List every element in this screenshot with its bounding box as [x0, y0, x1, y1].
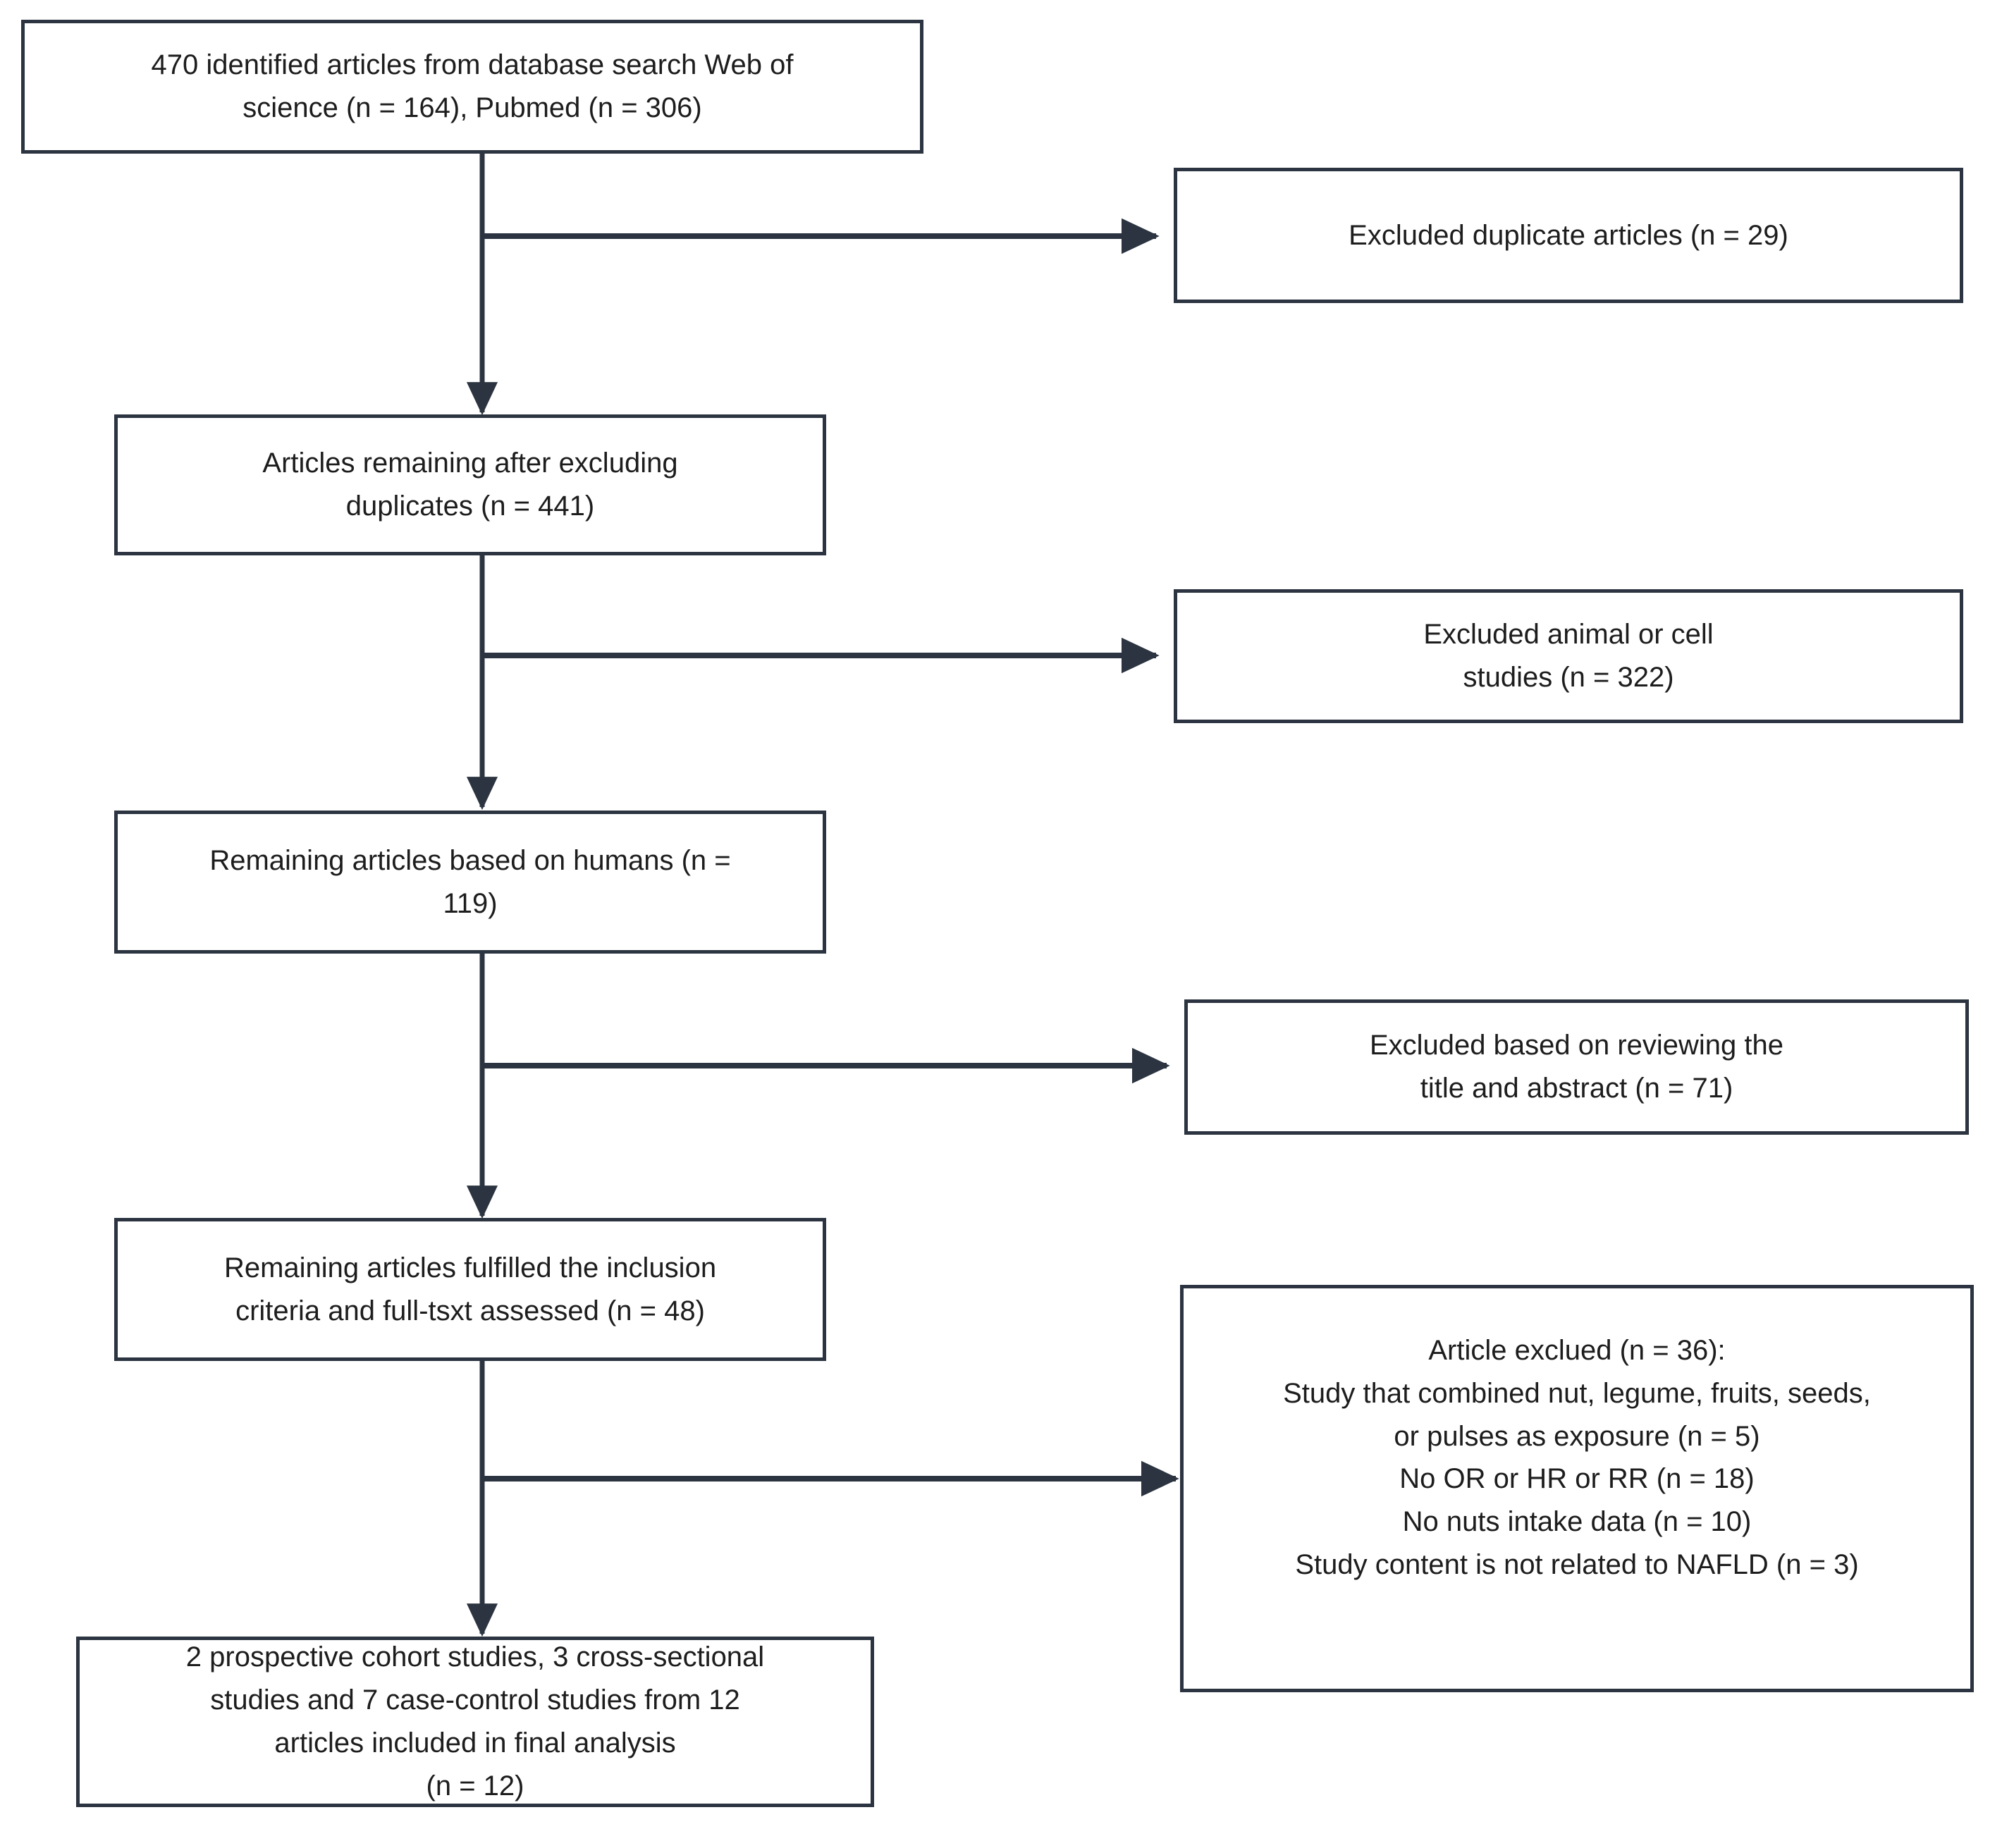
fulltext-assessed-box[interactable]: Remaining articles fulfilled the inclusi…	[114, 1218, 826, 1361]
identified-articles-text: 470 identified articles from database se…	[151, 49, 794, 123]
excluded-duplicates-box[interactable]: Excluded duplicate articles (n = 29)	[1174, 168, 1963, 303]
remaining-human-articles-box[interactable]: Remaining articles based on humans (n = …	[114, 811, 826, 954]
final-included-text: 2 prospective cohort studies, 3 cross-se…	[185, 1641, 765, 1801]
after-duplicates-text: Articles remaining after excluding dupli…	[262, 448, 678, 522]
excluded-fulltext-text: Article exclued (n = 36): Study that com…	[1283, 1335, 1871, 1580]
excluded-duplicates-text: Excluded duplicate articles (n = 29)	[1349, 219, 1788, 251]
after-duplicates-box[interactable]: Articles remaining after excluding dupli…	[114, 414, 826, 555]
identified-articles-box[interactable]: 470 identified articles from database se…	[21, 20, 923, 154]
fulltext-assessed-text: Remaining articles fulfilled the inclusi…	[223, 1252, 717, 1326]
final-included-box[interactable]: 2 prospective cohort studies, 3 cross-se…	[76, 1637, 874, 1807]
excluded-title-abstract-box[interactable]: Excluded based on reviewing the title an…	[1184, 999, 1969, 1135]
excluded-animal-or-cell-box[interactable]: Excluded animal or cell studies (n = 322…	[1174, 589, 1963, 723]
excluded-animal-or-cell-text: Excluded animal or cell studies (n = 322…	[1423, 619, 1714, 693]
excluded-fulltext-box[interactable]: Article exclued (n = 36): Study that com…	[1180, 1285, 1974, 1692]
excluded-title-abstract-text: Excluded based on reviewing the title an…	[1369, 1030, 1784, 1104]
remaining-human-articles-text: Remaining articles based on humans (n = …	[209, 844, 731, 919]
